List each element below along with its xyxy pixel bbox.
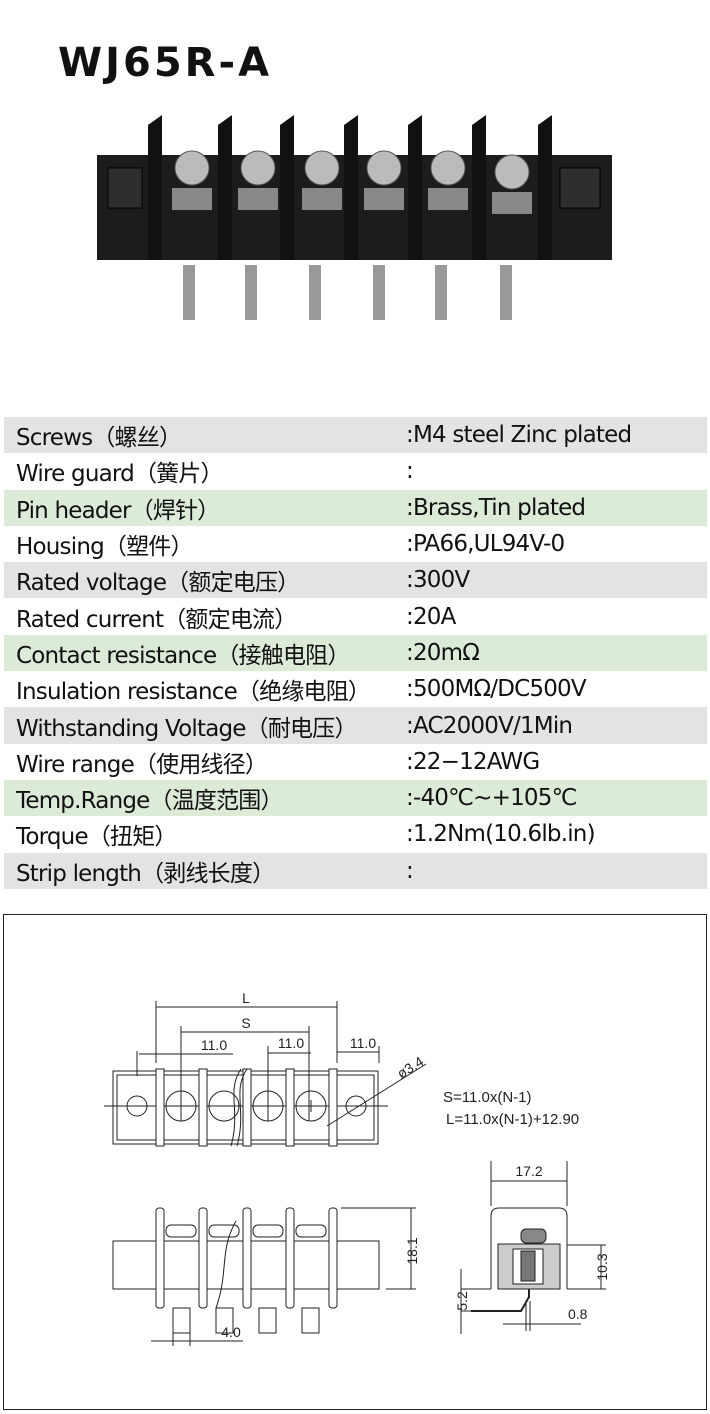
product-photo (97, 115, 612, 320)
dim-body-height: 10.3 (594, 1253, 610, 1280)
product-title: WJ65R-A (58, 40, 273, 86)
spec-label: Torque（扭矩） (16, 824, 177, 851)
spec-value: :1.2Nm(10.6lb.in) (406, 821, 596, 848)
spec-value: :-40℃~+105℃ (406, 785, 577, 812)
dim-pitch: 11.0 (201, 1037, 227, 1053)
spec-label: Contact resistance（接触电阻） (16, 642, 350, 669)
spec-row: Pin header（焊针） :Brass,Tin plated (4, 489, 707, 526)
spec-label: Temp.Range（温度范围） (16, 788, 284, 815)
spec-value: :20mΩ (406, 639, 480, 666)
dim-depth: 17.2 (515, 1163, 542, 1179)
spec-value: :22−12AWG (406, 748, 540, 775)
spec-value: :300V (406, 567, 470, 594)
top-view (104, 1001, 427, 1147)
spec-label: Insulation resistance（绝缘电阻） (16, 679, 371, 706)
spec-label: Withstanding Voltage（耐电压） (16, 715, 357, 742)
pins (183, 265, 512, 320)
section-view (460, 1161, 606, 1334)
spec-label: Strip length（剥线长度） (16, 860, 275, 887)
spec-value: :PA66,UL94V-0 (406, 531, 565, 558)
spec-label: Housing（塑件） (16, 534, 194, 561)
spec-row: Temp.Range（温度范围） :-40℃~+105℃ (4, 779, 707, 817)
spec-row: Withstanding Voltage（耐电压） :AC2000V/1Min (4, 707, 707, 744)
formula-l: L=11.0x(N-1)+12.90 (446, 1111, 579, 1128)
dim-pin-thickness: 0.8 (568, 1306, 588, 1322)
spec-label: Rated voltage（额定电压） (16, 570, 300, 597)
spec-label: Rated current（额定电流） (16, 606, 297, 633)
side-view (112, 1207, 416, 1346)
spec-row: Rated current（额定电流） :20A (4, 598, 707, 635)
spec-row: Contact resistance（接触电阻） :20mΩ (4, 634, 707, 672)
spec-row: Housing（塑件） :PA66,UL94V-0 (4, 525, 707, 563)
spec-row: Rated voltage（额定电压） :300V (4, 562, 707, 599)
dim-L: L (242, 990, 250, 1006)
spec-label: Wire range（使用线径） (16, 751, 268, 778)
spec-label: Screws（螺丝） (16, 425, 182, 452)
spec-label: Pin header（焊针） (16, 497, 220, 524)
dimension-drawing: L S 11.0 11.0 11.0 ø3.4 S=11.0x(N-1) L=1… (3, 914, 707, 1410)
dim-pin-width: 4.0 (221, 1324, 241, 1340)
spec-table: Screws（螺丝） :M4 steel Zinc plated Wire gua… (4, 417, 707, 889)
spec-row: Strip length（剥线长度）: (4, 852, 707, 889)
spec-value: :Brass,Tin plated (406, 494, 586, 521)
spec-row: Screws（螺丝） :M4 steel Zinc plated (4, 417, 707, 454)
dim-S: S (241, 1015, 250, 1031)
spec-value: :500MΩ/DC500V (406, 676, 587, 703)
spec-row: Wire range（使用线径） :22−12AWG (4, 743, 707, 780)
dim-pin-length: 5.2 (454, 1291, 470, 1311)
spec-value: :20A (406, 603, 456, 630)
spec-label: Wire guard（簧片） (16, 461, 224, 488)
dim-pitch: 11.0 (278, 1035, 304, 1051)
spec-row: Insulation resistance（绝缘电阻） :500MΩ/DC500V (4, 671, 707, 708)
spec-row: Wire guard（簧片）: (4, 453, 707, 490)
spec-value: :M4 steel Zinc plated (406, 422, 632, 449)
formula-s: S=11.0x(N-1) (443, 1089, 532, 1106)
spec-value: : (406, 458, 414, 485)
spec-row: Torque（扭矩） :1.2Nm(10.6lb.in) (4, 816, 707, 853)
dim-height: 18.1 (404, 1237, 420, 1264)
spec-value: :AC2000V/1Min (406, 712, 573, 739)
dim-hole: ø3.4 (394, 1053, 426, 1082)
dim-pitch: 11.0 (350, 1035, 376, 1051)
spec-value: : (406, 857, 414, 884)
